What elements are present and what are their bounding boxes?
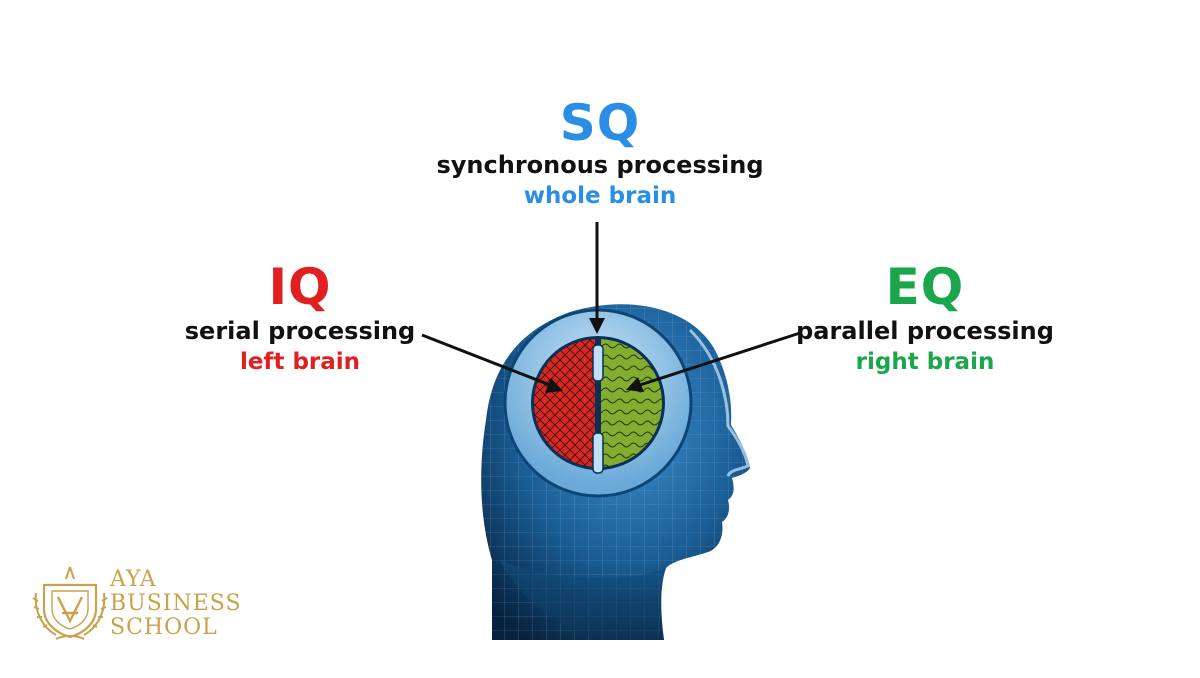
sq-title: SQ xyxy=(559,94,641,152)
eq-area: right brain xyxy=(855,349,995,375)
eq-title: EQ xyxy=(885,258,965,316)
aya-business-school-logo: AYA BUSINESS SCHOOL xyxy=(32,563,241,643)
eq-label-group: EQ parallel processing right brain xyxy=(790,262,1060,378)
iq-title: IQ xyxy=(268,258,332,316)
face-highlight xyxy=(688,328,750,477)
iq-label-group: IQ serial processing left brain xyxy=(180,262,420,378)
logo-line-school: SCHOOL xyxy=(110,615,218,640)
crest-icon xyxy=(32,566,108,640)
bottom-gap xyxy=(592,432,604,474)
sq-label-group: SQ synchronous processing whole brain xyxy=(400,98,800,212)
sq-arrow xyxy=(589,222,605,334)
right-brain-half xyxy=(601,339,662,467)
left-brain-half xyxy=(534,339,595,467)
sq-area: whole brain xyxy=(523,183,677,209)
eq-processing: parallel processing xyxy=(796,317,1054,345)
logo-line-aya: AYA xyxy=(110,567,157,592)
iq-arrow xyxy=(421,333,563,393)
logo-line-business: BUSINESS xyxy=(110,591,242,616)
top-gap xyxy=(592,344,604,382)
neck xyxy=(500,560,666,640)
iq-processing: serial processing xyxy=(184,317,416,345)
sq-processing: synchronous processing xyxy=(436,151,764,179)
iq-area: left brain xyxy=(239,349,361,375)
eq-arrow xyxy=(626,331,801,392)
